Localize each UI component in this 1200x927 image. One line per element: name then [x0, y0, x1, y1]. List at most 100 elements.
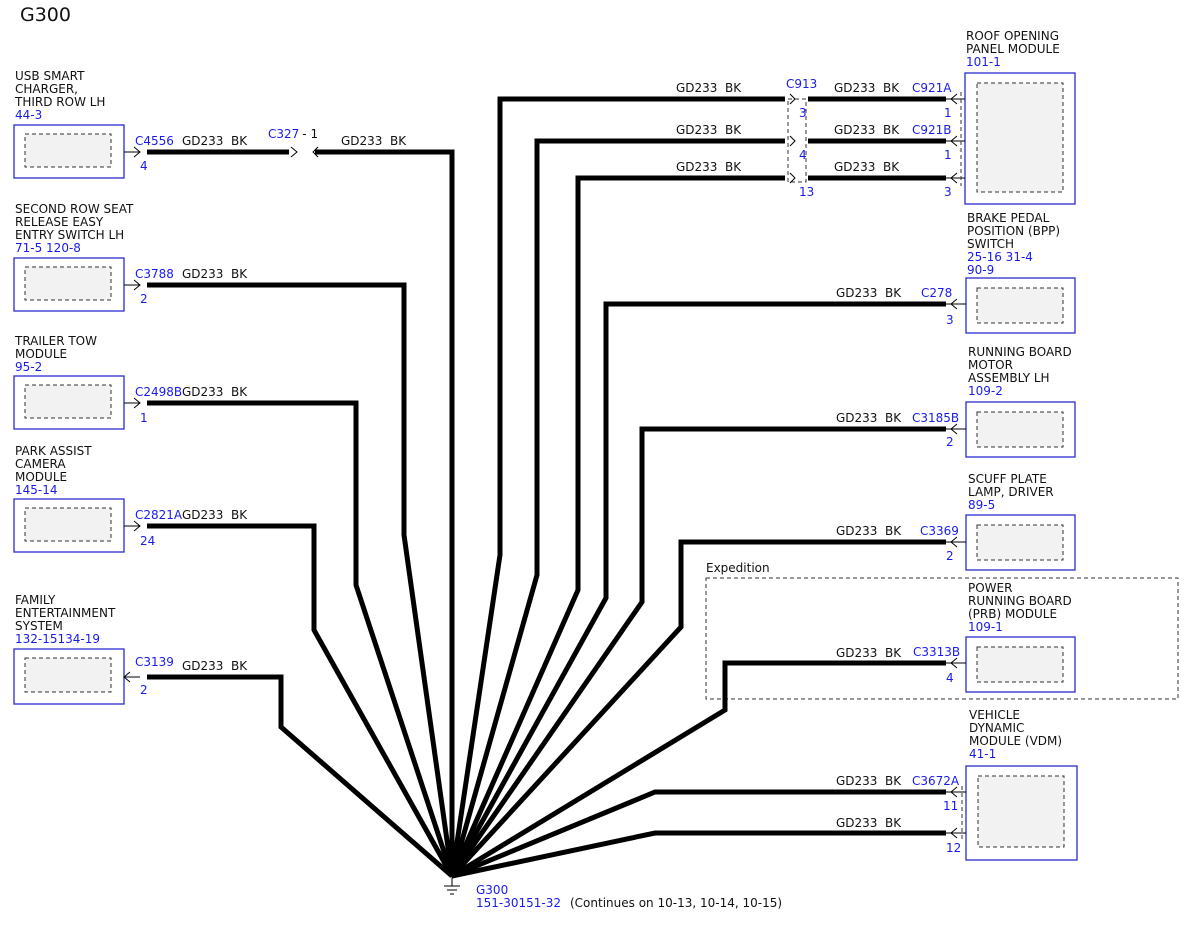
svg-text:RUNNING BOARD: RUNNING BOARD — [968, 345, 1072, 359]
svg-text:GD233: GD233 — [834, 123, 875, 137]
svg-text:POWER: POWER — [968, 581, 1012, 595]
c327-pin: - 1 — [302, 127, 318, 141]
svg-text:BK: BK — [725, 160, 742, 174]
svg-text:SECOND ROW SEAT: SECOND ROW SEAT — [15, 202, 134, 216]
svg-text:THIRD ROW LH: THIRD ROW LH — [14, 95, 105, 109]
svg-text:POSITION (BPP): POSITION (BPP) — [967, 224, 1060, 238]
wire-label: GD233 BK — [836, 774, 902, 788]
ground-id: G300 — [476, 883, 508, 897]
c913-connector-outline — [787, 98, 807, 183]
svg-text:MOTOR: MOTOR — [968, 358, 1013, 372]
connector-id: C3185B — [912, 411, 959, 425]
svg-text:MODULE: MODULE — [15, 347, 67, 361]
c913-pin-3: 3 — [799, 106, 807, 120]
svg-text:CAMERA: CAMERA — [15, 457, 66, 471]
component-inner — [24, 384, 112, 419]
component-usb-smart-charger: USB SMART CHARGER, THIRD ROW LH 44-3 C45… — [13, 69, 174, 179]
connector-pin: 4 — [946, 671, 954, 685]
connector-id: C2821A — [135, 508, 183, 522]
component-power-running-board-module: POWER RUNNING BOARD (PRB) MODULE 109-1 C… — [913, 581, 1076, 693]
component-ref: 41-1 — [969, 747, 996, 761]
diagram-title: G300 — [20, 4, 71, 26]
svg-text:GD233: GD233 — [836, 774, 877, 788]
wire-c2821a — [147, 523, 455, 878]
component-scuff-plate-lamp-driver: SCUFF PLATE LAMP, DRIVER 89-5 C3369 2 — [920, 472, 1076, 571]
component-family-entertainment-system: FAMILY ENTERTAINMENT SYSTEM 132-15134-19… — [13, 593, 174, 705]
connector-pin: 2 — [946, 549, 954, 563]
component-ref: 90-9 — [967, 263, 994, 277]
ground-pages: 151-30151-32 — [476, 896, 561, 910]
connector-pin: 2 — [140, 683, 148, 697]
svg-text:SYSTEM: SYSTEM — [15, 619, 63, 633]
connector-pin: 1 — [944, 148, 952, 162]
svg-text:BK: BK — [883, 123, 900, 137]
wire-c921a — [449, 96, 946, 877]
component-ref: 95-2 — [15, 360, 42, 374]
svg-text:GD233: GD233 — [676, 81, 717, 95]
svg-text:VEHICLE: VEHICLE — [969, 708, 1020, 722]
svg-text:GD233: GD233 — [836, 524, 877, 538]
wire-c3788 — [147, 282, 455, 877]
svg-text:BK: BK — [885, 524, 902, 538]
ground-note: (Continues on 10-13, 10-14, 10-15) — [570, 896, 782, 910]
component-inner — [976, 524, 1064, 561]
svg-text:GD233: GD233 — [834, 160, 875, 174]
component-inner — [24, 507, 112, 542]
wire-c3139 — [147, 674, 454, 878]
connector-pin: 2 — [140, 292, 148, 306]
component-ref: 132-15134-19 — [15, 632, 100, 646]
c327-id: C327 — [268, 127, 299, 141]
svg-text:GD233: GD233 — [341, 134, 382, 148]
c913-pin-13: 13 — [799, 185, 814, 199]
wire-c278 — [449, 301, 946, 878]
connector-pin: 24 — [140, 534, 155, 548]
connector-id: C3139 — [135, 655, 174, 669]
svg-text:DYNAMIC: DYNAMIC — [969, 721, 1024, 735]
ground-icon — [444, 876, 460, 895]
svg-text:GD233: GD233 — [836, 816, 877, 830]
connector-id: C3369 — [920, 524, 959, 538]
component-inner — [24, 266, 112, 301]
connector-id: C3788 — [135, 267, 174, 281]
svg-text:ENTERTAINMENT: ENTERTAINMENT — [15, 606, 116, 620]
svg-text:MODULE: MODULE — [15, 470, 67, 484]
connector-pin: 4 — [140, 159, 148, 173]
c913-pin-4: 4 — [799, 148, 807, 162]
component-ref: 109-2 — [968, 384, 1003, 398]
connector-id: C4556 — [135, 134, 174, 148]
svg-text:SWITCH: SWITCH — [967, 237, 1014, 251]
component-ref: 89-5 — [968, 498, 995, 512]
svg-text:FAMILY: FAMILY — [15, 593, 56, 607]
wire-c3672a-11 — [451, 789, 946, 879]
svg-text:GD233: GD233 — [834, 81, 875, 95]
svg-text:BK: BK — [885, 646, 902, 660]
component-running-board-motor-lh: RUNNING BOARD MOTOR ASSEMBLY LH 109-2 C3… — [912, 345, 1076, 458]
component-trailer-tow-module: TRAILER TOW MODULE 95-2 C2498B 1 — [13, 334, 182, 430]
svg-text:BK: BK — [885, 774, 902, 788]
component-inner — [976, 287, 1064, 324]
wire-c921b — [449, 138, 946, 877]
wires — [147, 96, 946, 879]
svg-text:GD233: GD233 — [182, 385, 223, 399]
svg-text:C327- 1: C327- 1 — [268, 127, 318, 141]
connector-id: C3672A — [912, 774, 960, 788]
component-inner — [976, 82, 1064, 193]
svg-text:BK: BK — [725, 123, 742, 137]
svg-text:RELEASE EASY: RELEASE EASY — [15, 215, 104, 229]
svg-text:GD233: GD233 — [182, 659, 223, 673]
svg-text:GD233: GD233 — [182, 134, 223, 148]
svg-text:LAMP, DRIVER: LAMP, DRIVER — [968, 485, 1054, 499]
connector-pin: 11 — [943, 799, 958, 813]
component-second-row-seat-switch: SECOND ROW SEAT RELEASE EASY ENTRY SWITC… — [13, 202, 174, 312]
component-vehicle-dynamic-module: VEHICLE DYNAMIC MODULE (VDM) 41-1 C3672A… — [912, 708, 1078, 861]
